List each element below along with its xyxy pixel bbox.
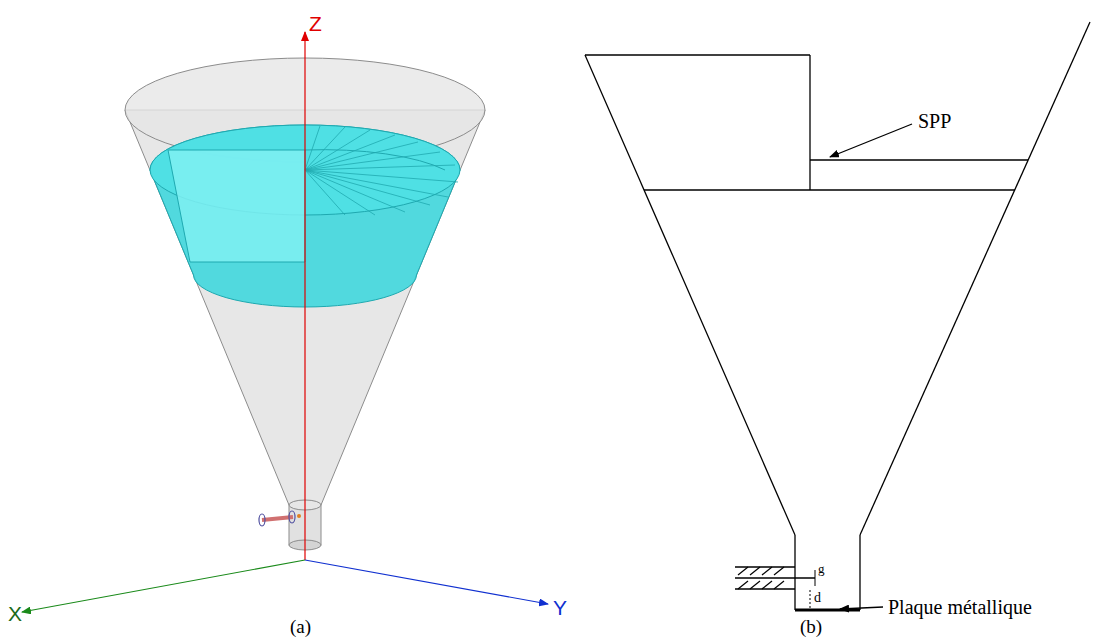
panel-label: (a)	[290, 617, 311, 638]
x-axis	[22, 560, 305, 612]
part-label: Plaque métallique	[888, 596, 1032, 618]
dimension-label: g	[818, 562, 825, 576]
cross-section	[585, 22, 1090, 610]
axis-label: Y	[553, 596, 567, 619]
y-axis	[305, 560, 548, 604]
part-label: SPP	[918, 110, 951, 132]
axis-label: X	[8, 602, 22, 625]
dimension-label: d	[814, 590, 821, 605]
panel-label: (b)	[800, 617, 822, 638]
axis-label: Z	[309, 12, 322, 35]
z-axis	[304, 32, 305, 560]
